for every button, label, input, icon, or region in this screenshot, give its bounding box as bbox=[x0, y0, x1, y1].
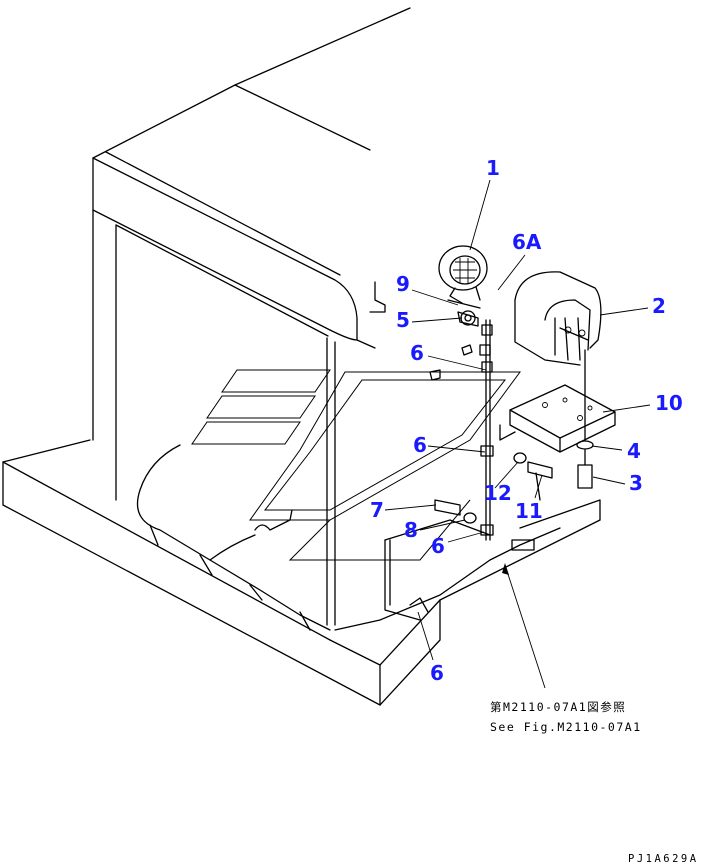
work-lamp bbox=[438, 245, 488, 304]
watermark-logo bbox=[191, 369, 521, 561]
lamp-guard bbox=[514, 271, 602, 366]
callout-12: 12 bbox=[484, 481, 512, 505]
callout-9: 9 bbox=[396, 272, 410, 296]
callout-11: 11 bbox=[515, 499, 543, 523]
lamp-mount-hardware bbox=[447, 299, 481, 327]
callout-1: 1 bbox=[486, 156, 500, 180]
callout-7: 7 bbox=[370, 498, 384, 522]
callout-6a: 6A bbox=[512, 230, 542, 254]
reference-note-english: See Fig.M2110-07A1 bbox=[490, 720, 642, 734]
vertical-harness bbox=[429, 319, 494, 541]
mount-plate bbox=[499, 384, 616, 453]
callout-5: 5 bbox=[396, 308, 410, 332]
leader-lines bbox=[384, 179, 651, 689]
lower-harness bbox=[136, 444, 561, 631]
callout-8: 8 bbox=[404, 518, 418, 542]
callout-4: 4 bbox=[627, 439, 641, 463]
callout-6-bottom: 6 bbox=[430, 661, 444, 685]
callout-10: 10 bbox=[655, 391, 683, 415]
reference-note: 第M2110-07A1図参照 See Fig.M2110-07A1 bbox=[490, 700, 642, 734]
callout-6-mid: 6 bbox=[413, 433, 427, 457]
callout-2: 2 bbox=[652, 294, 666, 318]
drawing-code: PJ1A629A bbox=[628, 853, 699, 865]
callouts: 1 6A 2 9 5 6 10 6 4 12 3 7 11 8 6 6 bbox=[370, 156, 683, 685]
callout-3: 3 bbox=[629, 471, 643, 495]
callout-6-low: 6 bbox=[431, 534, 445, 558]
bolt-and-washer-group bbox=[434, 349, 594, 524]
callout-6-top: 6 bbox=[410, 341, 424, 365]
reference-note-japanese: 第M2110-07A1図参照 bbox=[490, 700, 626, 714]
machine-body bbox=[2, 7, 601, 706]
